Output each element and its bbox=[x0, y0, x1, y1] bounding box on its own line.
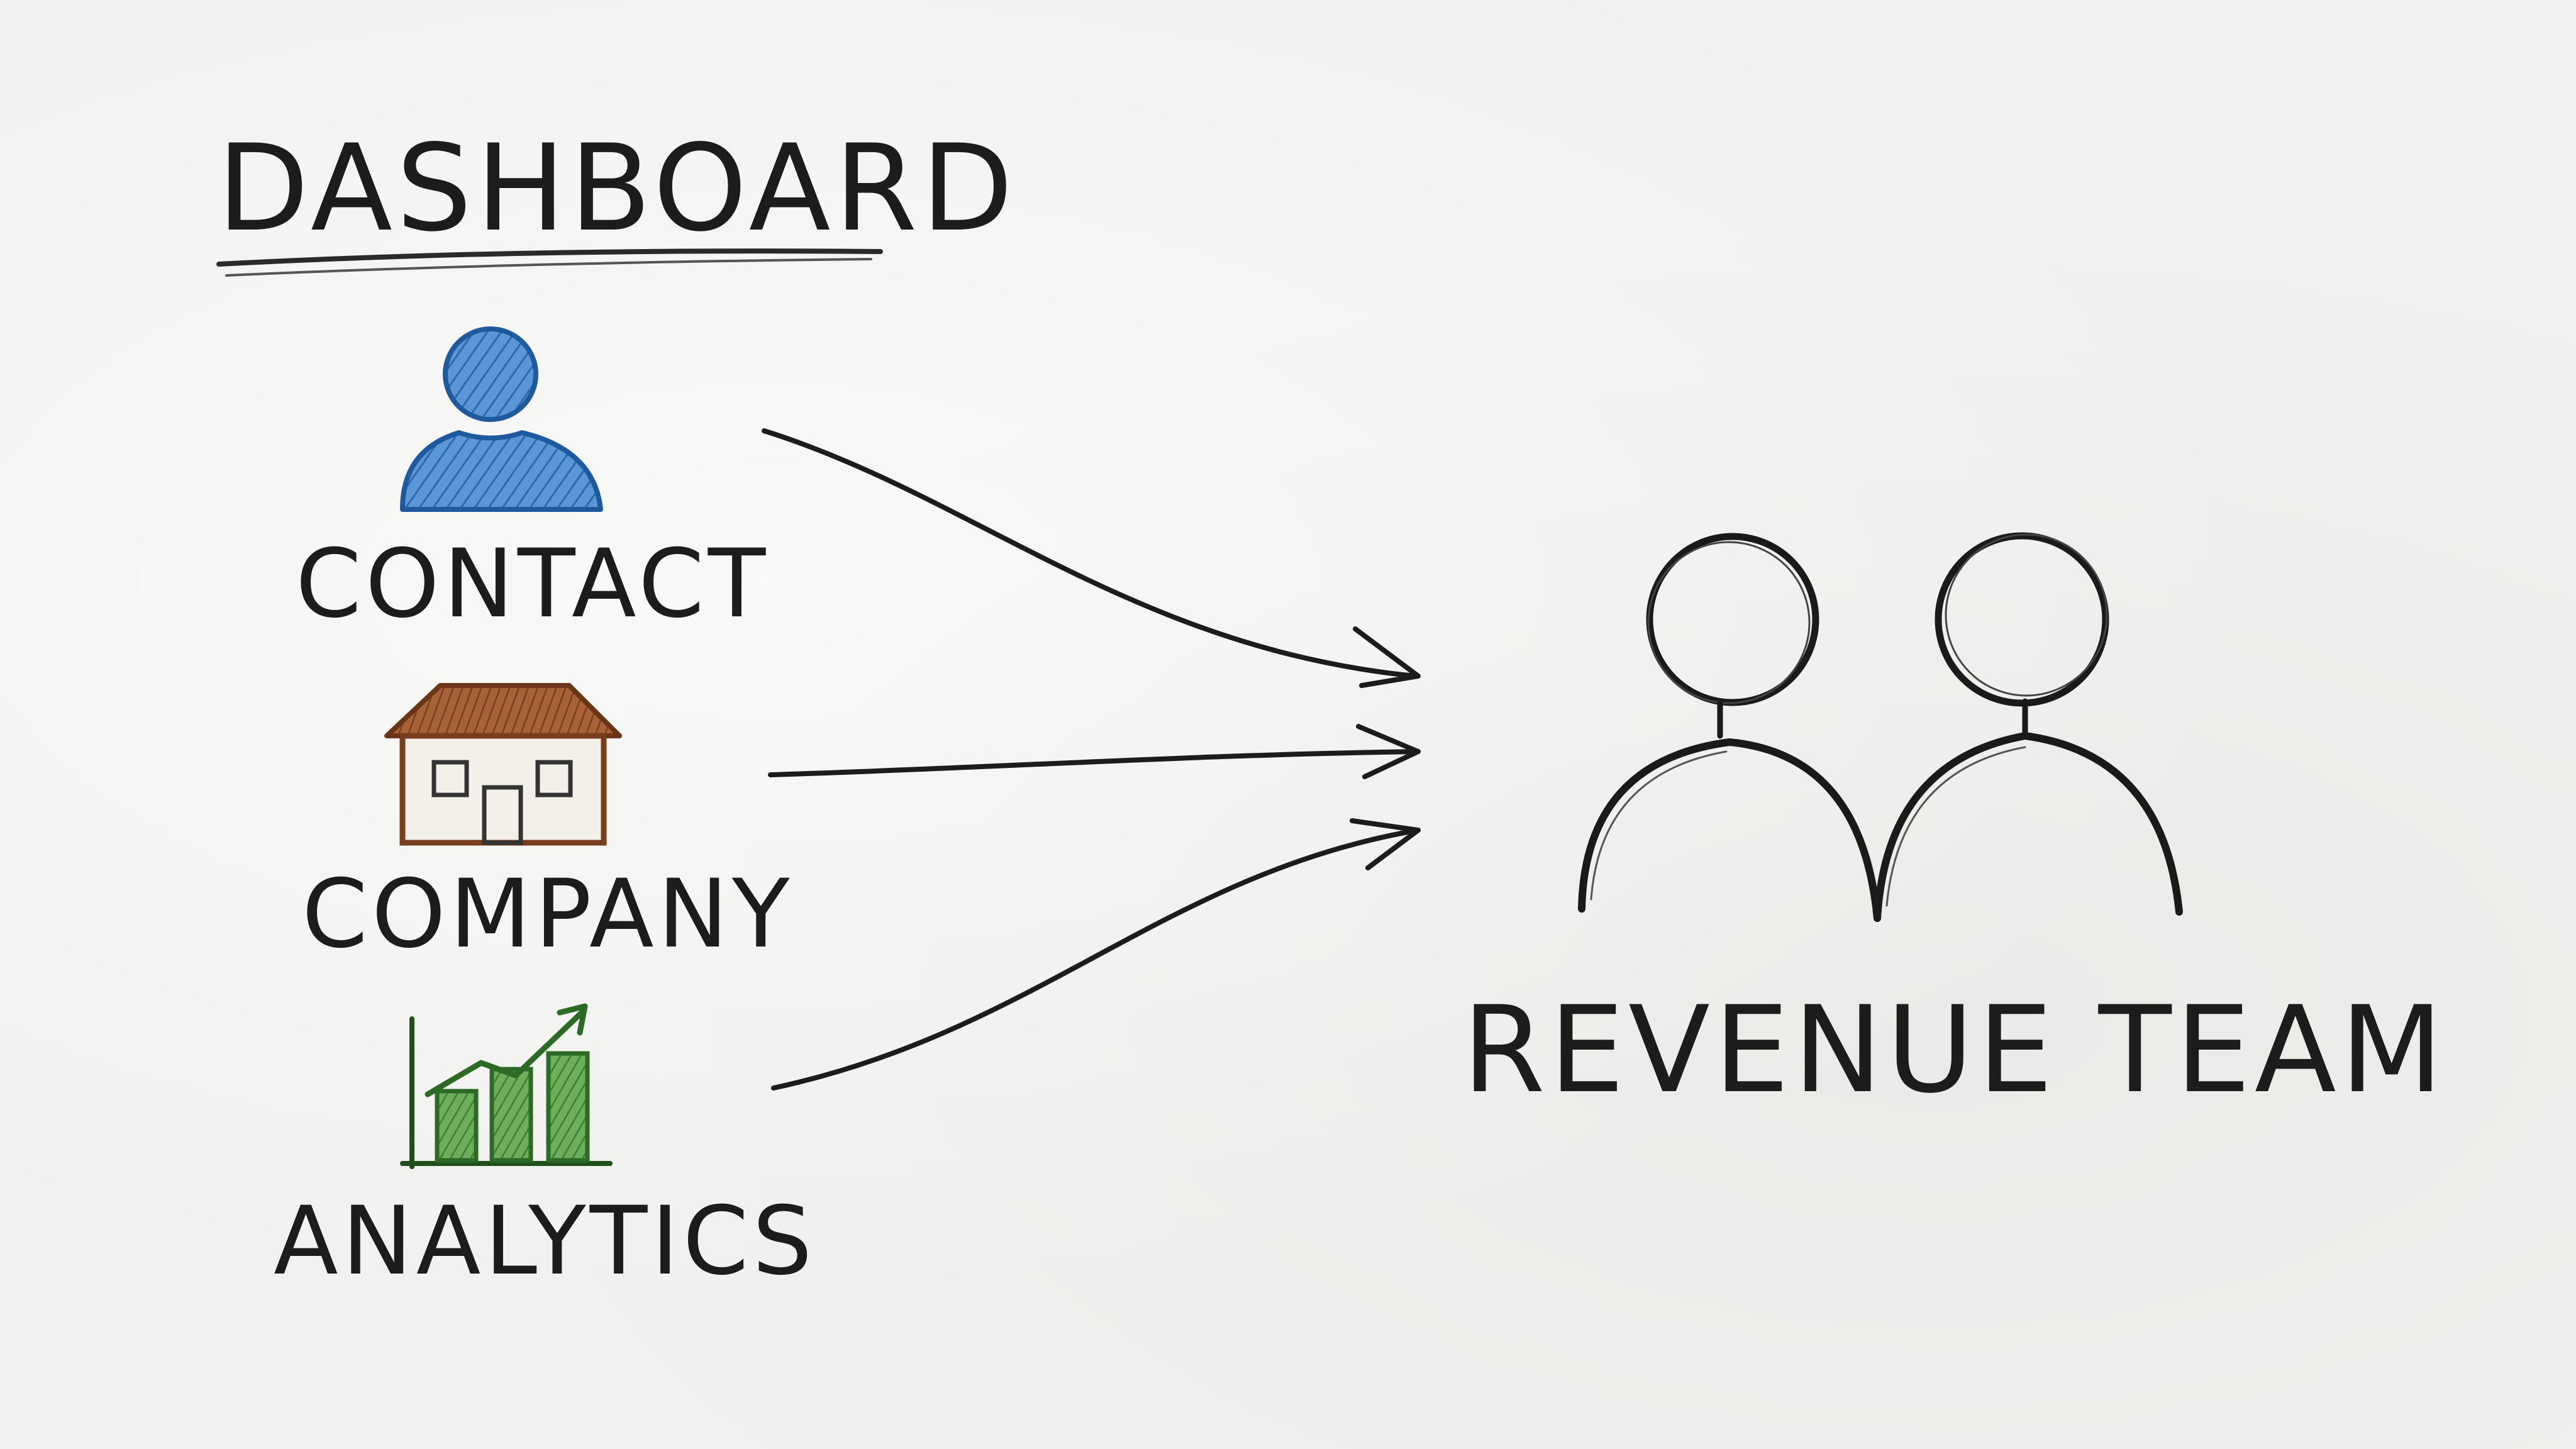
two-people-icon bbox=[1578, 532, 2183, 922]
title-underline-stroke bbox=[225, 258, 872, 277]
source-label-contact: CONTACT bbox=[296, 530, 769, 639]
arrowhead-company bbox=[1356, 724, 1421, 779]
target-label: REVENUE TEAM bbox=[1462, 980, 2447, 1119]
arrow-analytics-to-team bbox=[771, 828, 1421, 1091]
title-underline bbox=[216, 248, 883, 267]
bar-chart-icon bbox=[400, 1003, 613, 1169]
source-label-analytics: ANALYTICS bbox=[274, 1187, 816, 1296]
arrow-company-to-team bbox=[768, 749, 1421, 777]
arrow-contact-to-team bbox=[762, 428, 1418, 679]
house-icon bbox=[384, 683, 622, 846]
source-label-company: COMPANY bbox=[302, 860, 794, 969]
arrowhead-analytics bbox=[1350, 818, 1421, 870]
arrowhead-contact bbox=[1353, 626, 1421, 688]
dashboard-title: DASHBOARD bbox=[217, 119, 1017, 258]
person-icon bbox=[400, 326, 603, 512]
